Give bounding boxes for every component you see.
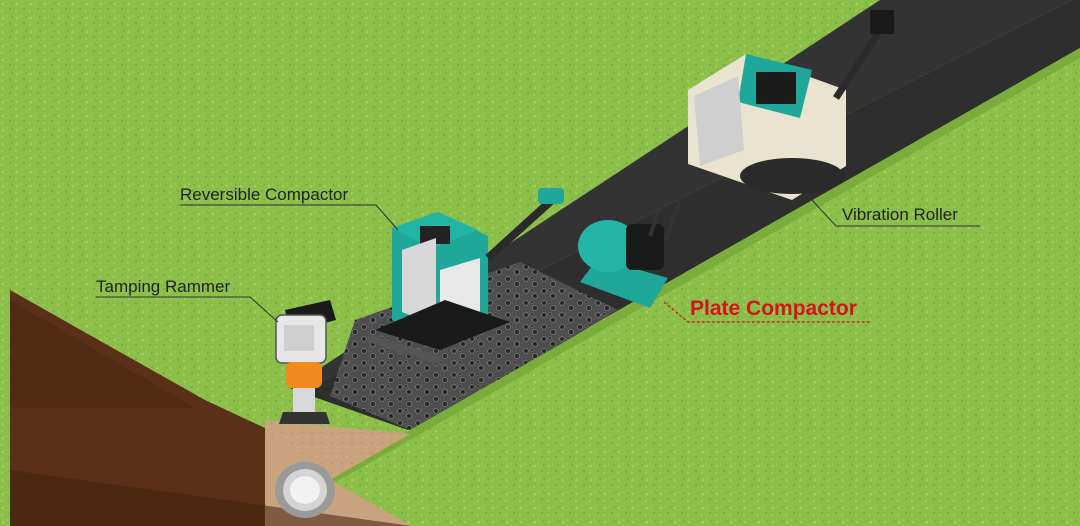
- leader-lines: [96, 199, 980, 323]
- grass-foreground: [326, 48, 1080, 526]
- label-plate-compactor: Plate Compactor: [690, 297, 857, 320]
- label-vibration-roller: Vibration Roller: [842, 205, 958, 224]
- grass-edge: [326, 48, 1080, 482]
- leader-reversible-compactor: [180, 204, 399, 231]
- drain-pipe: [275, 462, 335, 518]
- vibration-roller-machine: [688, 10, 894, 200]
- leader-tamping-rammer: [96, 296, 279, 323]
- leader-plate-compactor: [663, 301, 870, 323]
- reversible-compactor-machine: [368, 188, 564, 366]
- tamping-rammer-machine: [275, 300, 336, 424]
- label-reversible-compactor: Reversible Compactor: [180, 185, 349, 204]
- plate-compactor-machine: [578, 152, 692, 308]
- leader-vibration-roller: [811, 199, 980, 227]
- label-tamping-rammer: Tamping Rammer: [96, 277, 231, 296]
- soil-layers: [10, 300, 195, 408]
